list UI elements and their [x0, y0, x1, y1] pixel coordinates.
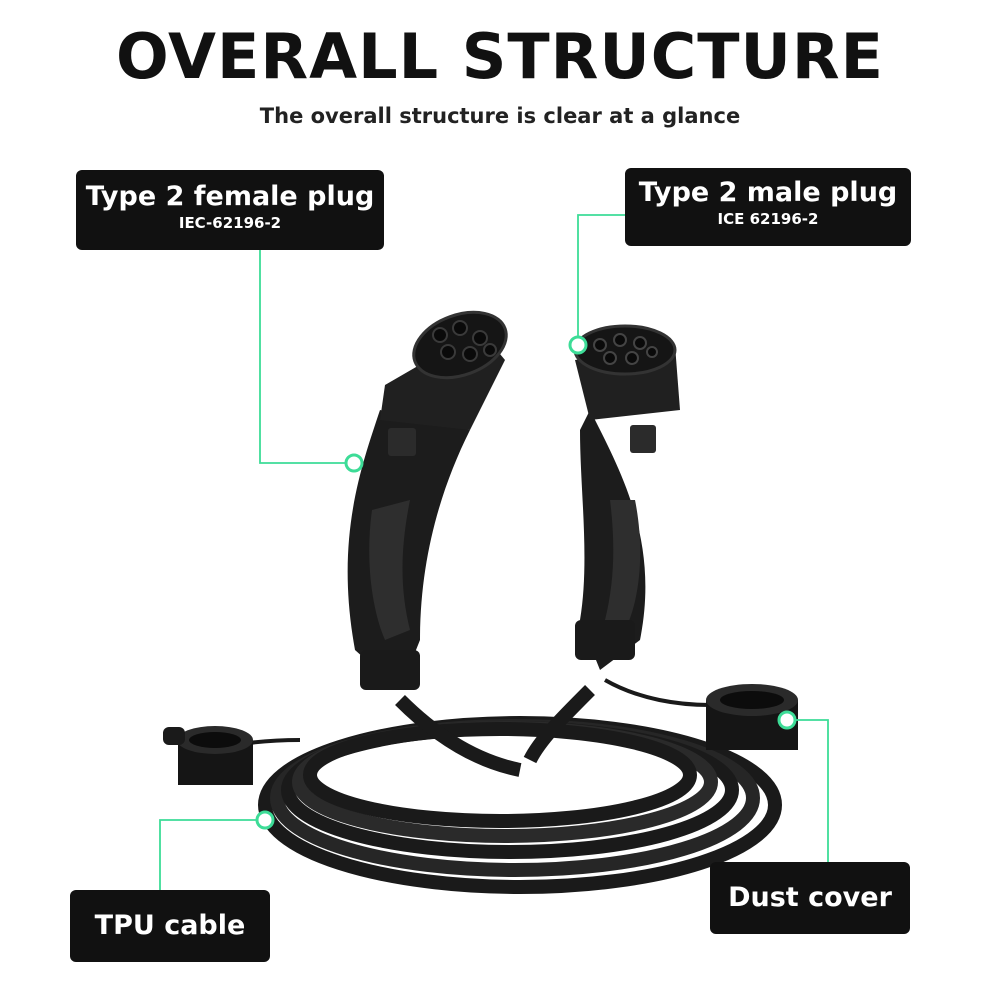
tpu-cable-callout: TPU cable: [70, 890, 270, 962]
male-plug-callout: Type 2 male plug ICE 62196-2: [625, 168, 911, 246]
tpu-cable-label: TPU cable: [94, 910, 246, 941]
callout-dots: [255, 335, 797, 830]
male-plug: [573, 324, 680, 670]
dust-cover-left: [163, 726, 301, 785]
female-plug-marker: [344, 453, 364, 473]
male-plug-standard: ICE 62196-2: [717, 210, 819, 228]
tpu-cable-marker: [255, 810, 275, 830]
dust-cover-label: Dust cover: [728, 882, 892, 913]
dust-cover-marker: [777, 710, 797, 730]
male-plug-marker: [568, 335, 588, 355]
dust-cover-callout: Dust cover: [710, 862, 910, 934]
female-plug: [347, 310, 508, 690]
female-plug-label: Type 2 female plug: [85, 181, 375, 212]
female-plug-standard: IEC-62196-2: [178, 214, 282, 232]
tpu-cable-coil: [258, 685, 782, 894]
male-plug-label: Type 2 male plug: [638, 177, 898, 208]
female-plug-callout: Type 2 female plug IEC-62196-2: [76, 170, 384, 250]
page-subtitle: The overall structure is clear at a glan…: [259, 104, 741, 128]
callout-lines: [159, 214, 829, 890]
page-title: OVERALL STRUCTURE: [116, 20, 884, 93]
